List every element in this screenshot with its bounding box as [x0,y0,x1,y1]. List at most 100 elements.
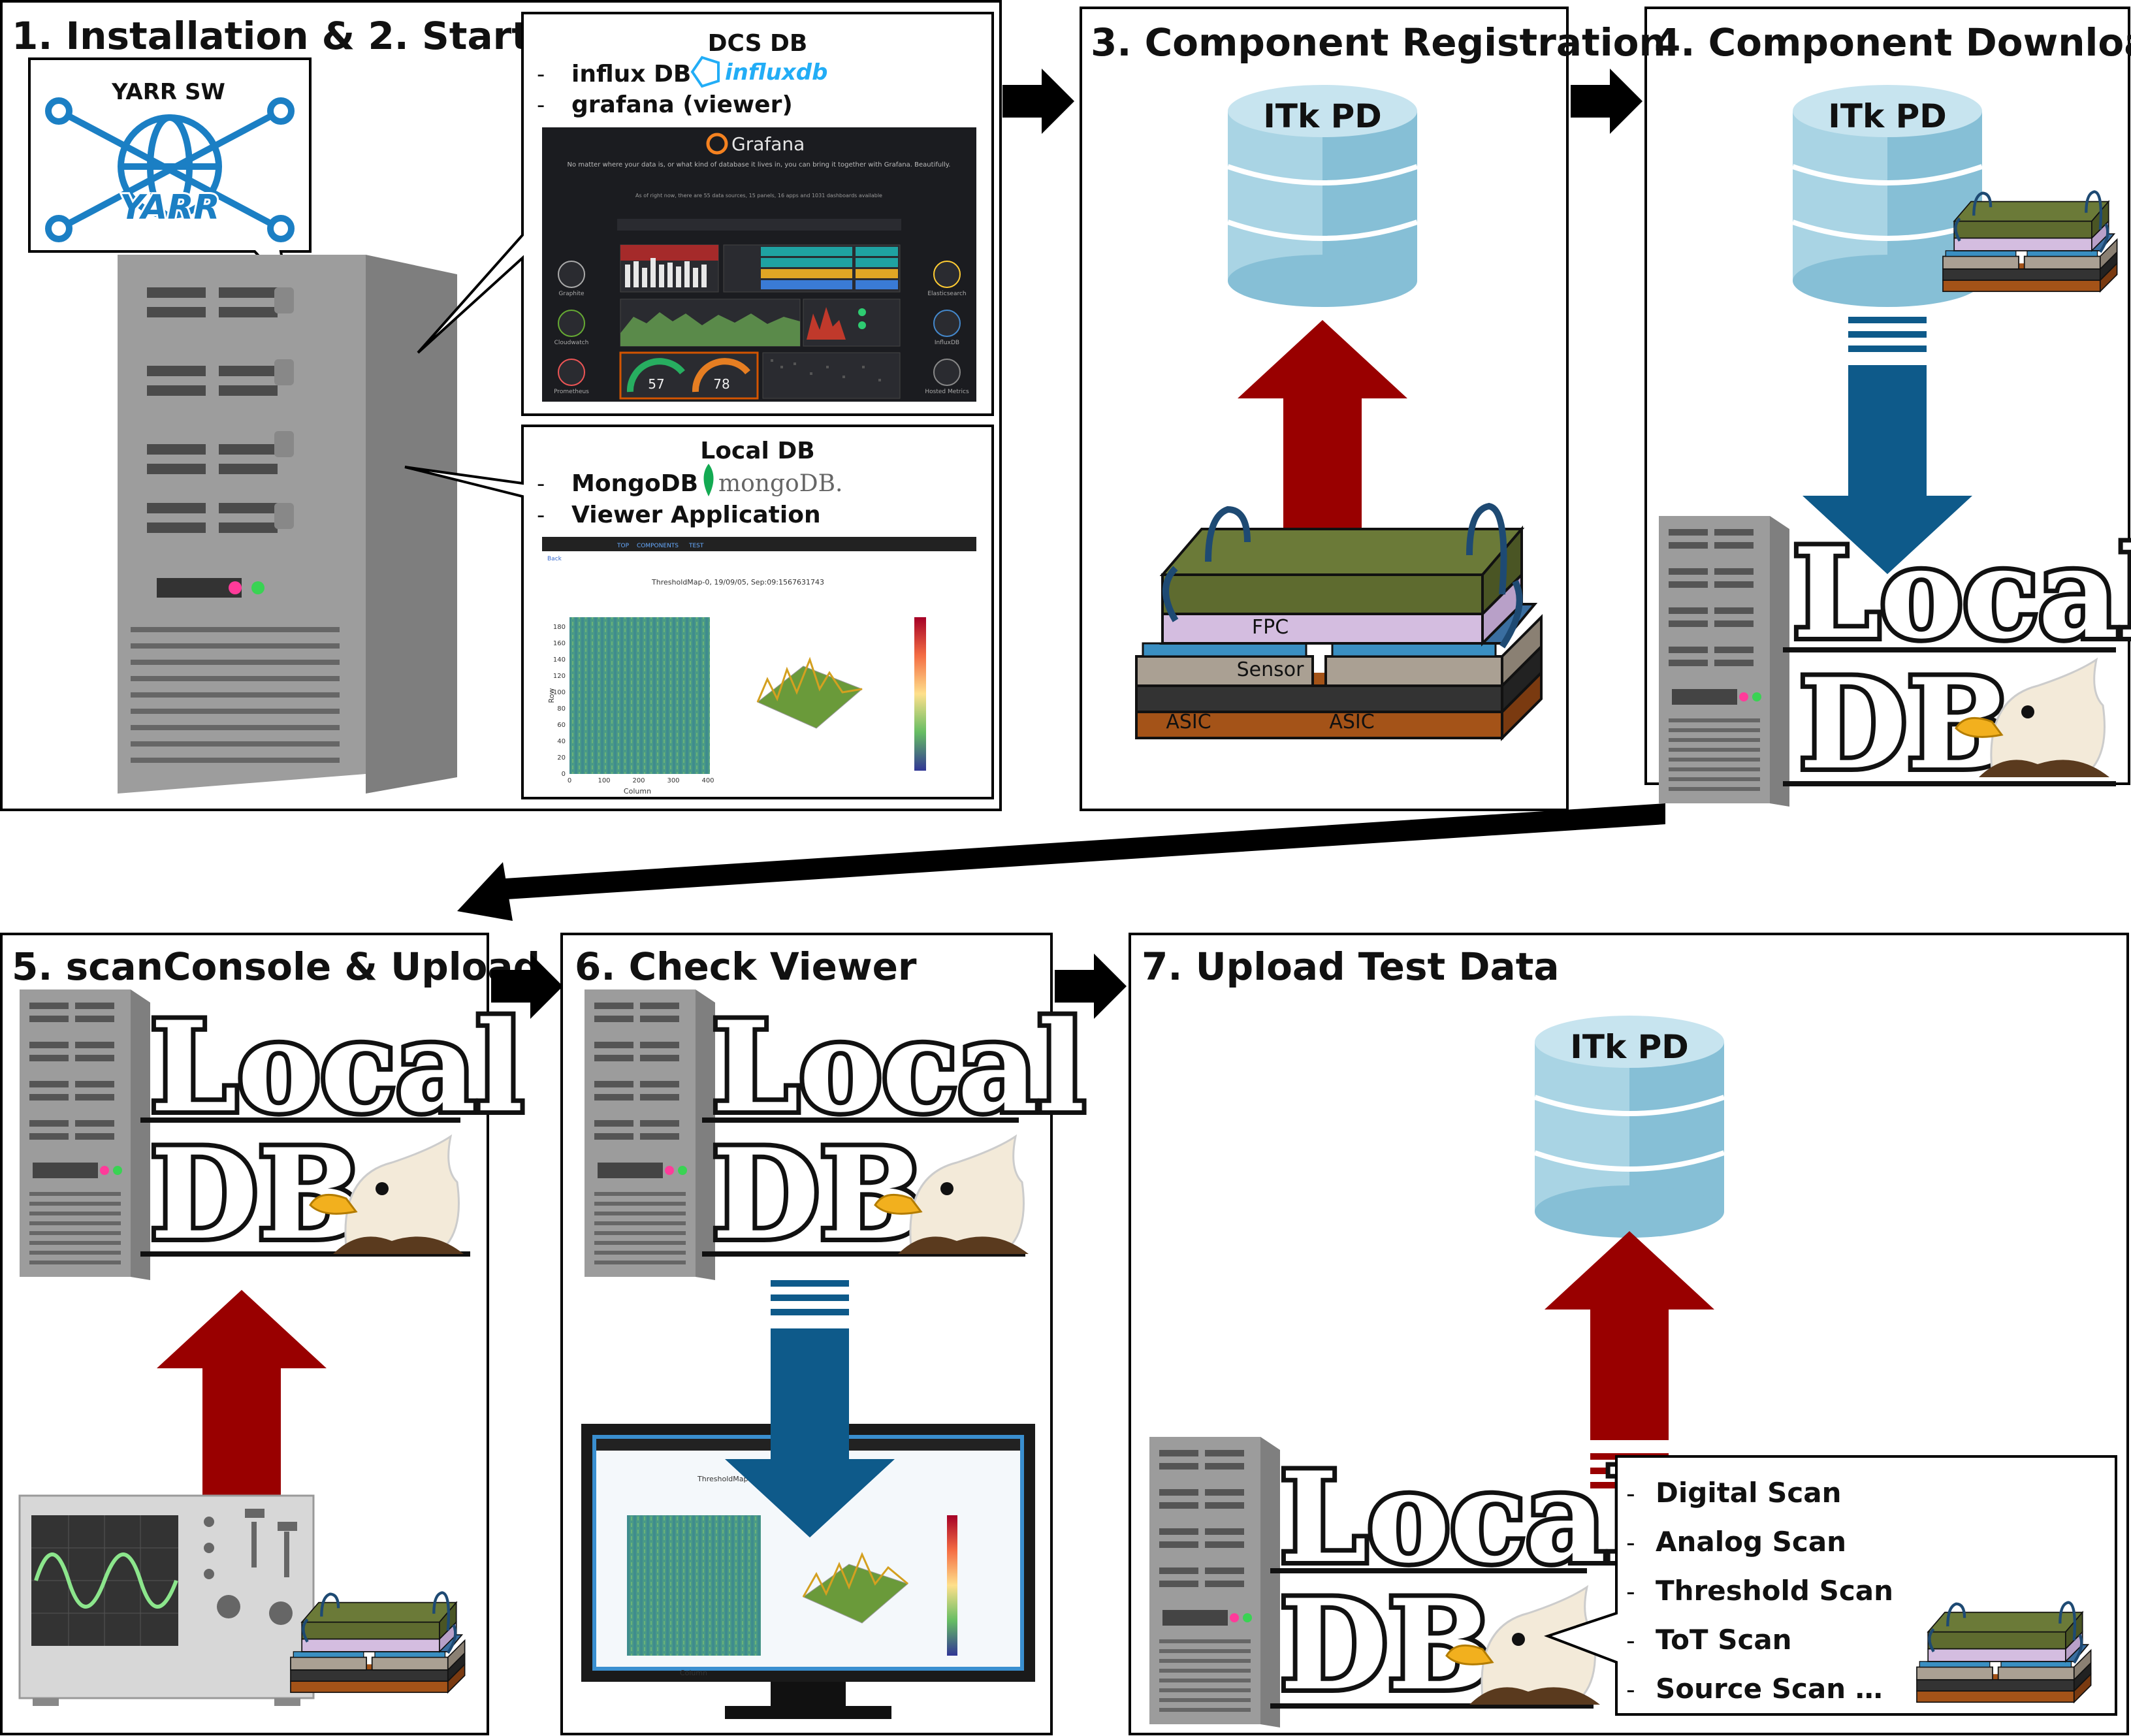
svg-text:Cloudwatch: Cloudwatch [554,340,589,346]
scan-digital: Digital Scan [1656,1477,1842,1509]
svg-text:ASIC: ASIC [1166,711,1211,733]
svg-text:Elasticsearch: Elasticsearch [927,291,966,297]
svg-text:120: 120 [553,673,566,680]
svg-text:80: 80 [557,705,566,713]
influx-db-label: influx DB [571,61,691,88]
local-db-logo-4: Local DB [1659,516,2131,807]
svg-text:InfluxDB: InfluxDB [935,340,959,346]
grafana-screenshot: Grafana No matter where your data is, or… [542,127,976,402]
viewer-screenshot-1: TOP COMPONENTS TEST Back ThresholdMap-0,… [542,537,976,796]
panel-4-title: 4. Component Download [1654,20,2131,65]
svg-text:60: 60 [557,722,566,729]
svg-text:Grafana: Grafana [731,133,805,155]
svg-text:ITk PD: ITk PD [1263,97,1382,135]
local-db-logo-7: Local DB [1149,1437,1658,1728]
yarr-speech-bubble: YARR SW YARR [28,57,312,292]
mongodb-label: MongoDB [571,470,698,497]
svg-text:ThresholdMap-0, 19/09/05, Sep:: ThresholdMap-0, 19/09/05, Sep:09:1567631… [651,578,824,587]
svg-text:As of right now, there are 55: As of right now, there are 55 data sourc… [635,193,882,199]
arrow-3-to-4 [1571,69,1642,134]
arrow-1-to-3 [1002,69,1074,134]
svg-text:300: 300 [667,777,679,784]
svg-text:-: - [537,61,545,88]
svg-text:20: 20 [557,754,566,762]
svg-text:-: - [537,92,545,118]
local-db-title: Local DB [700,438,815,464]
svg-text:FPC: FPC [1252,616,1289,639]
panel-3-border [1080,7,1569,811]
svg-text:-: - [1626,1479,1635,1508]
svg-text:100: 100 [598,777,610,784]
itk-pd-db-3: ITk PD [1228,85,1417,307]
panel-6-title: 6. Check Viewer [575,944,917,989]
svg-text:0: 0 [568,777,571,784]
arrow-4-to-5 [457,803,1665,921]
small-module-7 [1917,1603,2091,1703]
svg-text:160: 160 [553,640,566,647]
svg-text:-: - [1626,1528,1635,1557]
influxdb-logo: influxdb [690,56,827,88]
panel-7-border [1129,933,2129,1735]
dcs-db-callout: DCS DB - influx DB influxdb - grafana (v… [417,12,994,416]
mongodb-logo: mongoDB. [703,464,842,497]
oscilloscope [18,1494,315,1706]
gauge-78: 78 [713,376,729,392]
viewer-application-label: Viewer Application [571,502,821,528]
grafana-label: grafana (viewer) [571,91,793,118]
svg-text:Column: Column [624,787,651,796]
panel-7-title: 7. Upload Test Data [1142,944,1560,989]
scan-threshold: Threshold Scan [1656,1575,1893,1607]
svg-text:TOP: TOP [617,543,630,549]
svg-text:Local: Local [1793,521,2131,666]
yarr-sw-label: YARR SW [111,79,225,105]
svg-text:140: 140 [553,656,566,664]
svg-text:COMPONENTS: COMPONENTS [637,543,679,549]
svg-text:200: 200 [632,777,645,784]
svg-text:180: 180 [553,624,566,631]
svg-text:40: 40 [557,738,566,745]
panel-5-title: 5. scanConsole & Upload [12,944,540,989]
svg-text:100: 100 [553,689,566,696]
scan-analog: Analog Scan [1656,1526,1846,1558]
svg-text:ITk PD: ITk PD [1570,1028,1689,1066]
scan-tot: ToT Scan [1656,1624,1792,1656]
scan-source: Source Scan … [1656,1673,1883,1705]
svg-text:Hosted Metrics: Hosted Metrics [925,389,969,395]
local-db-callout: Local DB - MongoDB mongoDB. - Viewer App… [404,425,994,799]
svg-text:-: - [537,471,545,497]
panel-3-title: 3. Component Registration [1091,20,1666,65]
chip-module-3: FPC Sensor ASIC ASIC [1136,506,1541,738]
svg-text:Sensor: Sensor [1237,658,1304,681]
small-module-5 [291,1593,465,1693]
svg-text:TEST: TEST [688,543,704,549]
itk-pd-db-7: ITk PD [1535,1016,1724,1238]
svg-text:DB: DB [1280,1572,1492,1718]
yarr-logo-text: YARR [120,188,219,227]
svg-text:-: - [1626,1675,1635,1704]
svg-text:400: 400 [701,777,714,784]
svg-text:ASIC: ASIC [1329,711,1374,733]
svg-text:Back: Back [547,556,562,562]
svg-text:Graphite: Graphite [558,291,585,297]
svg-text:Prometheus: Prometheus [554,389,589,395]
local-db-logo-6: Local DB [585,989,1089,1280]
svg-text:-: - [1626,1577,1635,1606]
svg-text:DB: DB [1799,651,2011,797]
svg-text:0: 0 [562,771,566,778]
svg-text:Column: Column [680,1669,707,1677]
local-db-logo-5: Local DB [20,989,528,1280]
panel-1-title: 1. Installation & 2. Start-up [12,14,600,58]
dcs-db-title: DCS DB [708,30,808,57]
main-server-tower [118,255,457,794]
yarr-logo [45,97,295,242]
gauge-57: 57 [648,376,664,392]
svg-text:influxdb: influxdb [725,59,827,86]
panel-6-border [560,933,1053,1735]
itk-pd-db-4: ITk PD [1793,85,1982,307]
panel-5-border [0,933,489,1735]
svg-text:Local: Local [712,994,1085,1140]
svg-text:Row: Row [547,688,556,703]
